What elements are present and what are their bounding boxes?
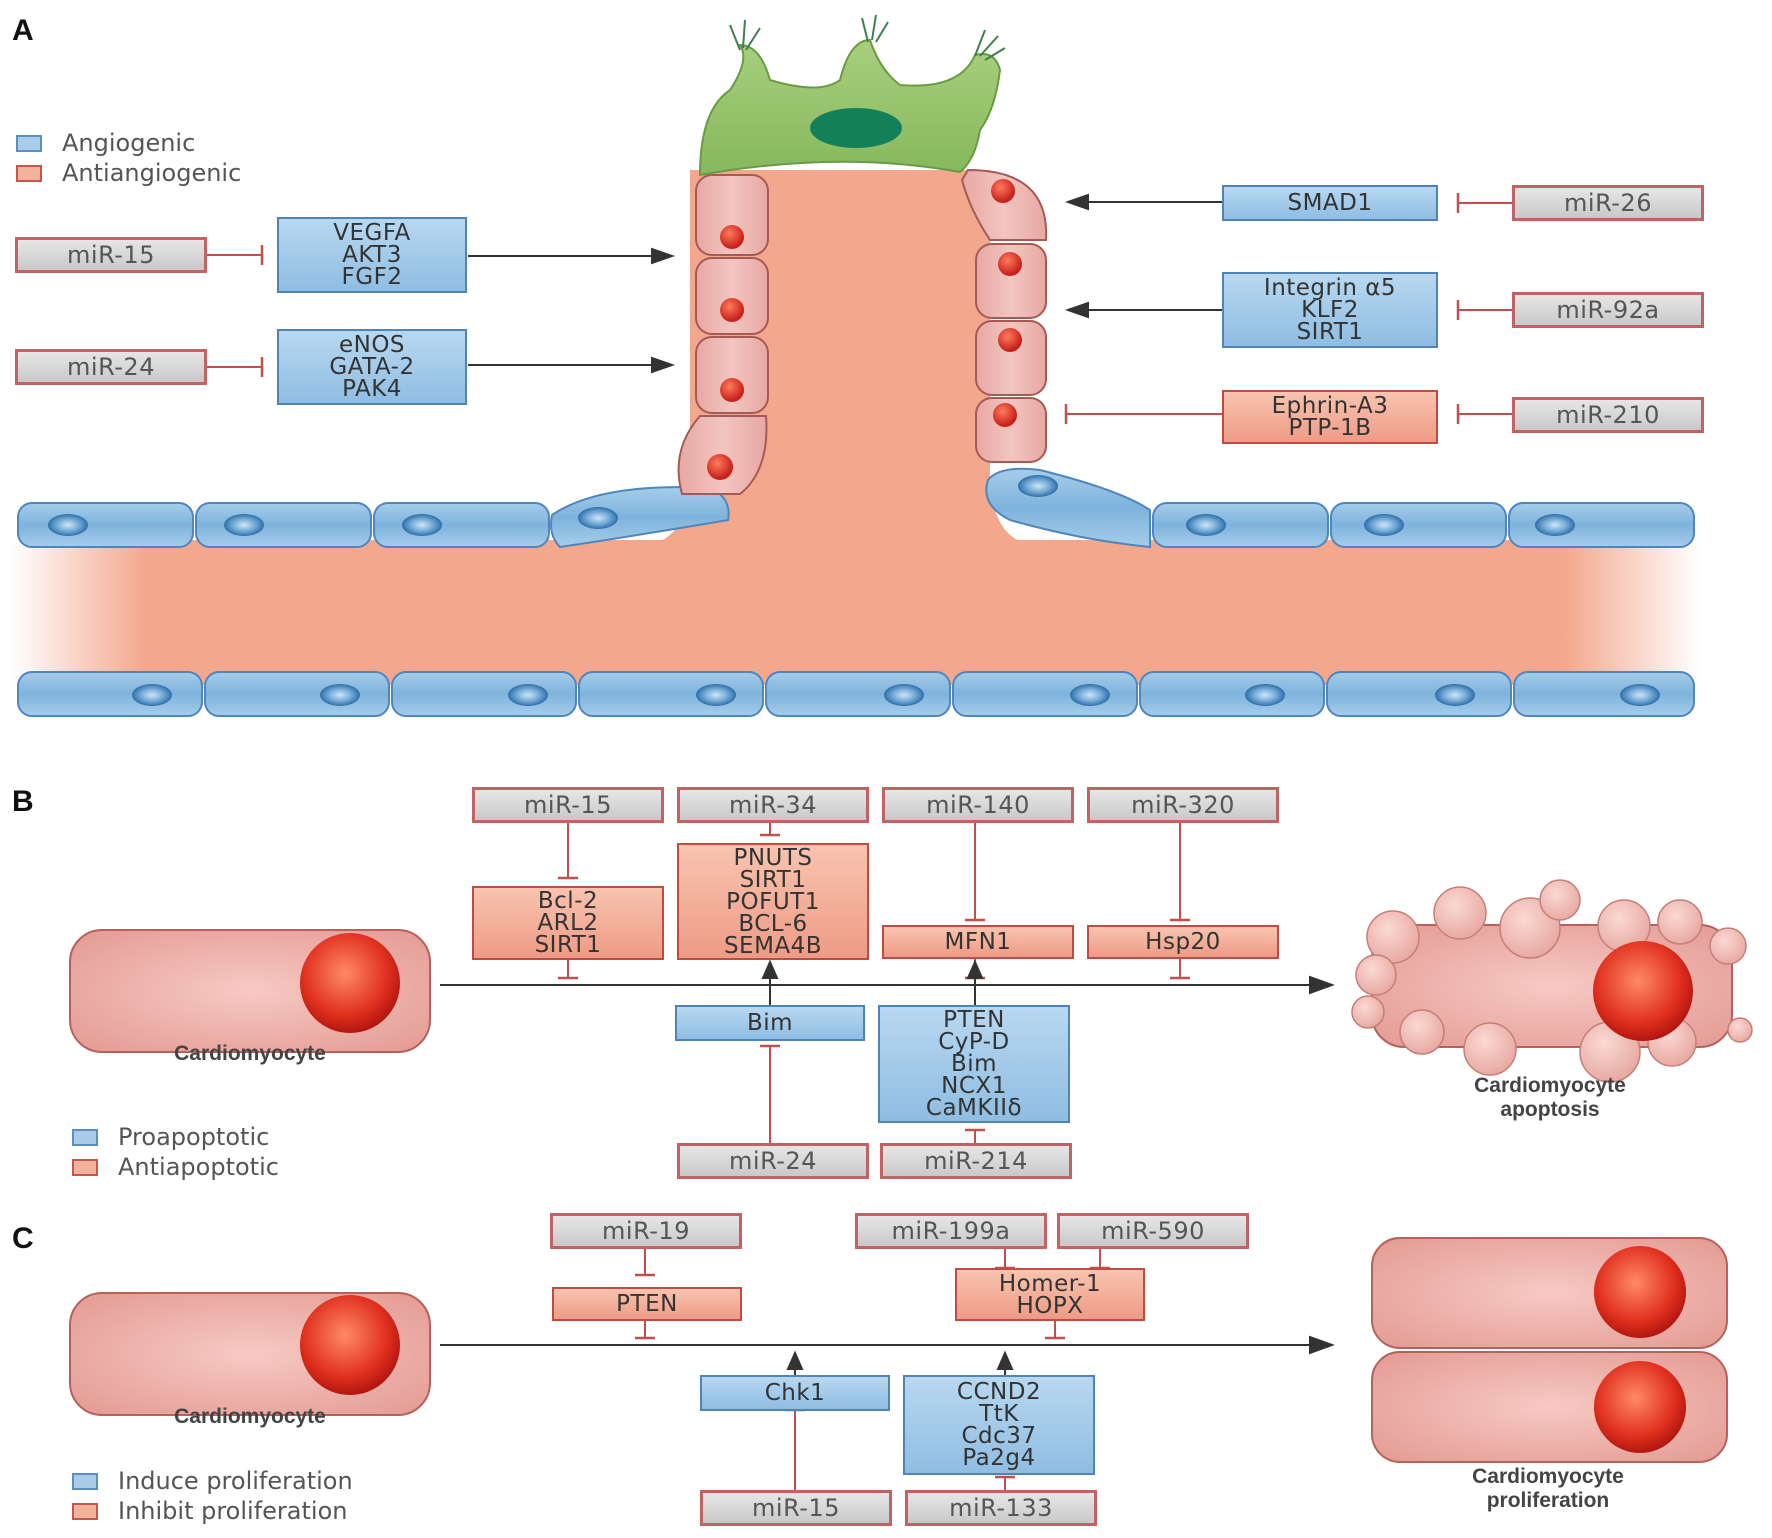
panel-c-connectors (440, 1248, 1335, 1490)
panel-b-connectors (440, 822, 1335, 1145)
b-mir-34-box: miR-34 (677, 787, 869, 823)
legend-swatch-red (72, 1158, 98, 1176)
mir-15-box: miR-15 (15, 237, 207, 273)
c-mir-19-box: miR-19 (550, 1213, 742, 1249)
vessel-lumen (10, 540, 1700, 685)
panel-label-b: B (12, 785, 34, 818)
mir-92a-box: miR-92a (1512, 292, 1704, 328)
c-mir-199a-box: miR-199a (855, 1213, 1047, 1249)
c-pten-box: PTEN (552, 1287, 742, 1321)
legend-label-antiangiogenic: Antiangiogenic (62, 159, 242, 187)
legend-swatch-blue (72, 1472, 98, 1490)
chk1-box: Chk1 (700, 1375, 890, 1411)
bim-box: Bim (675, 1005, 865, 1041)
mir-26-box: miR-26 (1512, 185, 1704, 221)
b-mir-140-box: miR-140 (882, 787, 1074, 823)
panel-b-apoptotic-cell (1351, 879, 1753, 1083)
panel-label-c: C (12, 1222, 34, 1255)
b-cardiomyocyte-label: Cardiomyocyte (174, 1042, 326, 1065)
b-mir-214-box: miR-214 (880, 1143, 1072, 1179)
mir-210-box: miR-210 (1512, 397, 1704, 433)
stalk-cells-right (960, 168, 1048, 463)
c-cardiomyocyte-label: Cardiomyocyte (174, 1405, 326, 1428)
legend-swatch-red (16, 164, 42, 182)
tip-cell (698, 14, 1006, 177)
mir-24-box: miR-24 (15, 349, 207, 385)
legend-swatch-blue (72, 1128, 98, 1146)
b-mir-24-box: miR-24 (677, 1143, 869, 1179)
legend-label-angiogenic: Angiogenic (62, 129, 196, 157)
legend-panel-b: Proapoptotic Antiapoptotic (72, 1122, 279, 1182)
b-mir-15-box: miR-15 (472, 787, 664, 823)
c-mir-15-box: miR-15 (700, 1490, 892, 1526)
legend-swatch-red (72, 1502, 98, 1520)
panel-label-a: A (12, 14, 34, 47)
hsp20-box: Hsp20 (1087, 925, 1279, 959)
stalk-cells-left (677, 174, 769, 495)
legend-label-proapoptotic: Proapoptotic (118, 1123, 270, 1151)
legend-label-inhibit: Inhibit proliferation (118, 1497, 348, 1525)
mfn1-box: MFN1 (882, 925, 1074, 959)
legend-swatch-blue (16, 134, 42, 152)
panel-c-cardiomyocyte (69, 1292, 431, 1416)
panel-b-cardiomyocyte (69, 929, 431, 1053)
smad1-box: SMAD1 (1222, 185, 1438, 221)
legend-panel-c: Induce proliferation Inhibit proliferati… (72, 1466, 353, 1526)
panel-c-proliferating-cells (1371, 1237, 1728, 1463)
endothelial-row-bottom (17, 671, 1695, 717)
legend-panel-a: Angiogenic Antiangiogenic (16, 128, 241, 188)
endothelial-row-top (17, 467, 1695, 549)
b-mir-320-box: miR-320 (1087, 787, 1279, 823)
legend-label-induce: Induce proliferation (118, 1467, 353, 1495)
panel-a-connectors (207, 193, 1512, 424)
legend-label-antiapoptotic: Antiapoptotic (118, 1153, 279, 1181)
c-mir-590-box: miR-590 (1057, 1213, 1249, 1249)
c-mir-133-box: miR-133 (905, 1490, 1097, 1526)
